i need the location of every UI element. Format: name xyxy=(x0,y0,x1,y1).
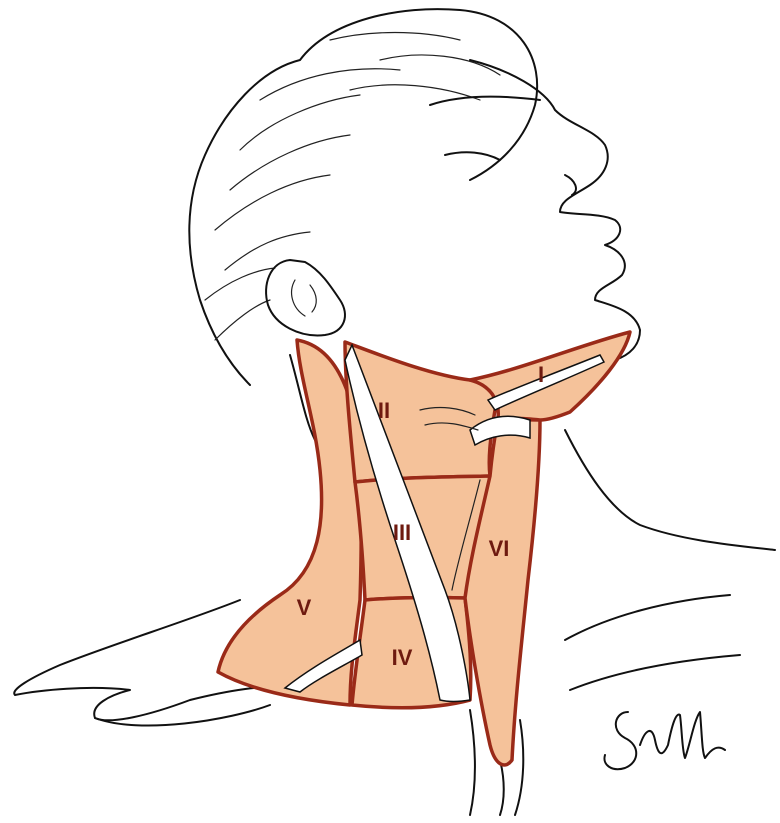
zone-I-label: I xyxy=(538,362,544,387)
hair-strands xyxy=(205,33,500,341)
line-art-head xyxy=(189,9,640,385)
eyebrow xyxy=(430,97,540,105)
artist-signature xyxy=(604,712,725,769)
chest-right xyxy=(565,595,740,690)
ear xyxy=(266,260,345,335)
neck-zones xyxy=(218,332,630,765)
nostril xyxy=(565,175,576,195)
hair-outline xyxy=(189,9,537,385)
ear-inner xyxy=(292,280,317,316)
eye-closed xyxy=(445,152,500,160)
zone-V-label: V xyxy=(297,595,312,620)
shoulder-right xyxy=(565,430,775,550)
clavicle-left xyxy=(95,705,270,726)
zone-VI-label: VI xyxy=(489,536,510,561)
zone-III-label: III xyxy=(393,520,411,545)
zone-V[interactable] xyxy=(218,340,361,705)
zone-II-label: II xyxy=(378,398,390,423)
zone-IV-label: IV xyxy=(392,645,413,670)
face-profile xyxy=(470,60,640,360)
